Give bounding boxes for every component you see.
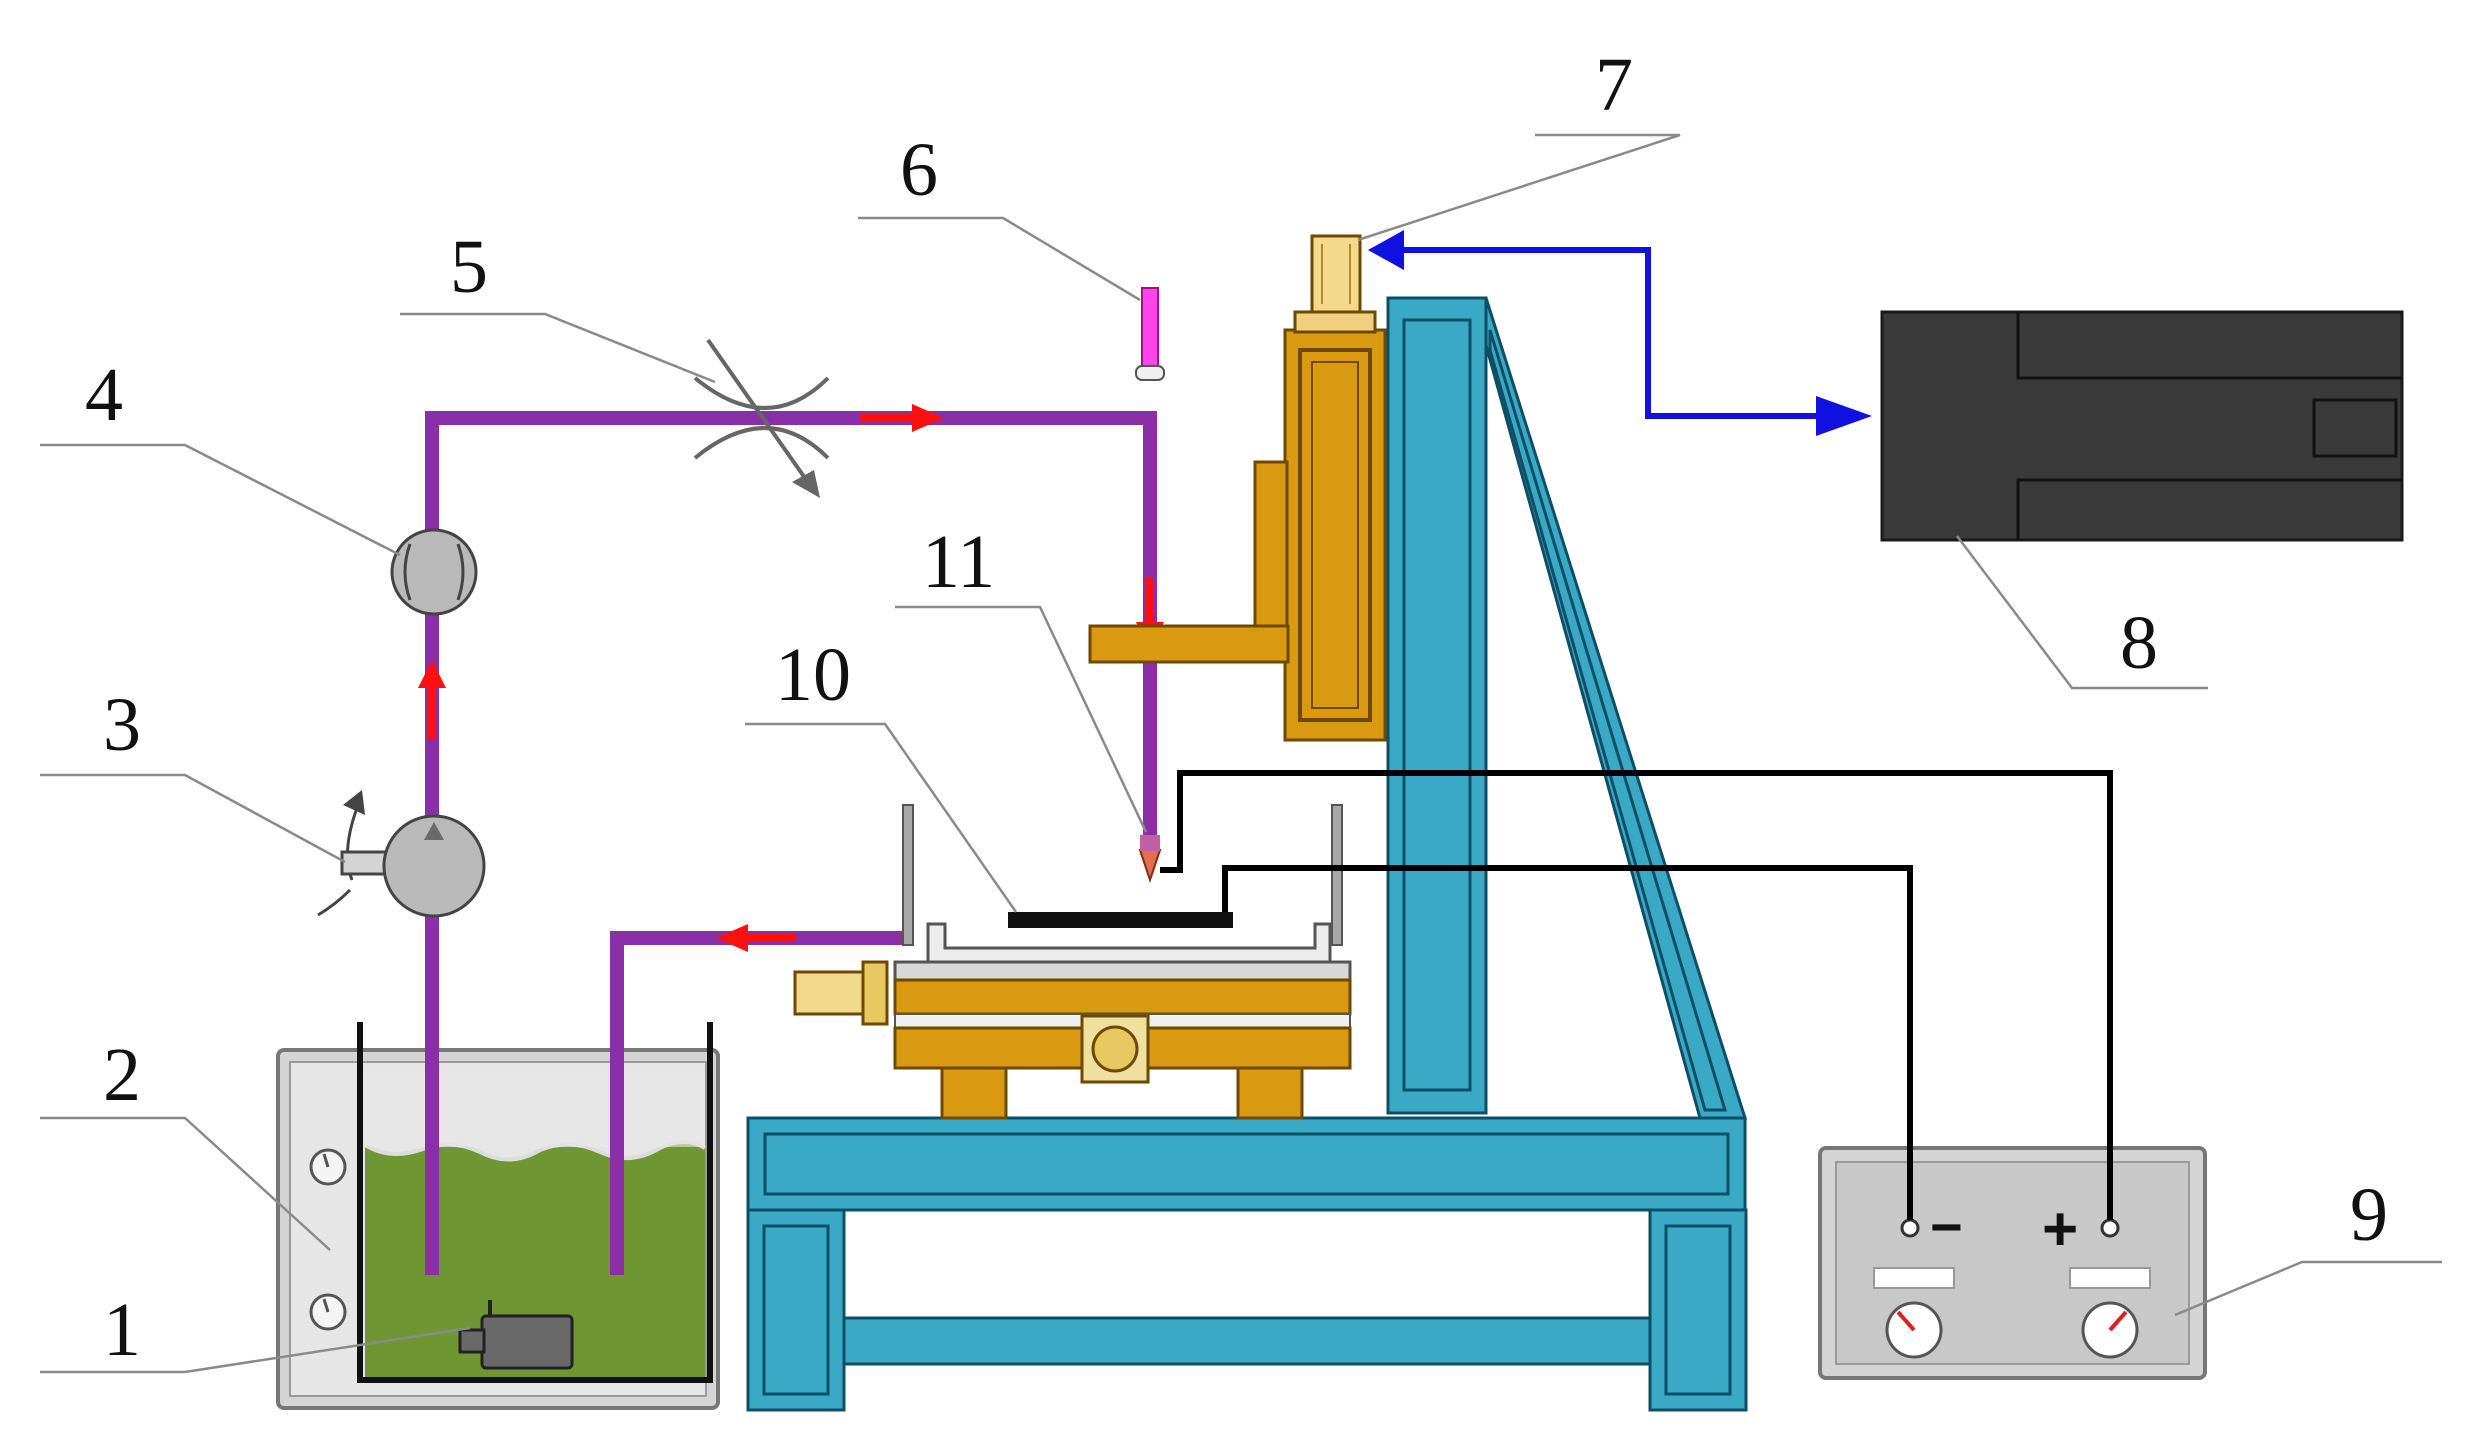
plus-sign: + xyxy=(2042,1195,2078,1264)
flow-arrow-left xyxy=(716,924,796,952)
submersible-pump xyxy=(458,1300,574,1370)
label-6: 6 xyxy=(900,128,938,212)
pump xyxy=(317,790,486,918)
machine-frame xyxy=(746,296,1748,1412)
label-5: 5 xyxy=(450,225,488,309)
label-10: 10 xyxy=(775,633,851,717)
negative-terminal xyxy=(1900,1218,1920,1238)
electrical-wires xyxy=(1160,770,2113,1220)
label-2: 2 xyxy=(103,1033,141,1117)
liquid-tank xyxy=(276,1022,720,1410)
throttle-valve xyxy=(693,338,830,498)
controller-computer xyxy=(1880,310,2404,542)
stepper-motor xyxy=(1310,234,1362,314)
nozzle-inlet xyxy=(1135,287,1165,381)
z-axis-stage xyxy=(1088,310,1387,742)
electrode-tip xyxy=(1138,835,1162,884)
flowmeter xyxy=(390,528,478,616)
work-table xyxy=(793,804,1352,1120)
flow-arrow-up xyxy=(418,660,446,740)
label-9: 9 xyxy=(2350,1173,2388,1257)
positive-terminal xyxy=(2100,1218,2120,1238)
flow-arrow-right xyxy=(860,404,944,432)
callout-labels: 1 2 3 4 5 6 7 8 9 10 11 xyxy=(85,43,2388,1372)
workpiece xyxy=(1008,912,1233,928)
label-8: 8 xyxy=(2120,601,2158,685)
leader-lines xyxy=(40,133,2442,1374)
signal-link xyxy=(1368,230,1872,436)
power-supply: − + xyxy=(1818,1146,2207,1380)
label-4: 4 xyxy=(85,353,123,437)
label-11: 11 xyxy=(922,520,995,604)
minus-sign: − xyxy=(1930,1195,1963,1258)
label-1: 1 xyxy=(103,1288,141,1372)
label-3: 3 xyxy=(103,683,141,767)
label-7: 7 xyxy=(1595,43,1633,127)
